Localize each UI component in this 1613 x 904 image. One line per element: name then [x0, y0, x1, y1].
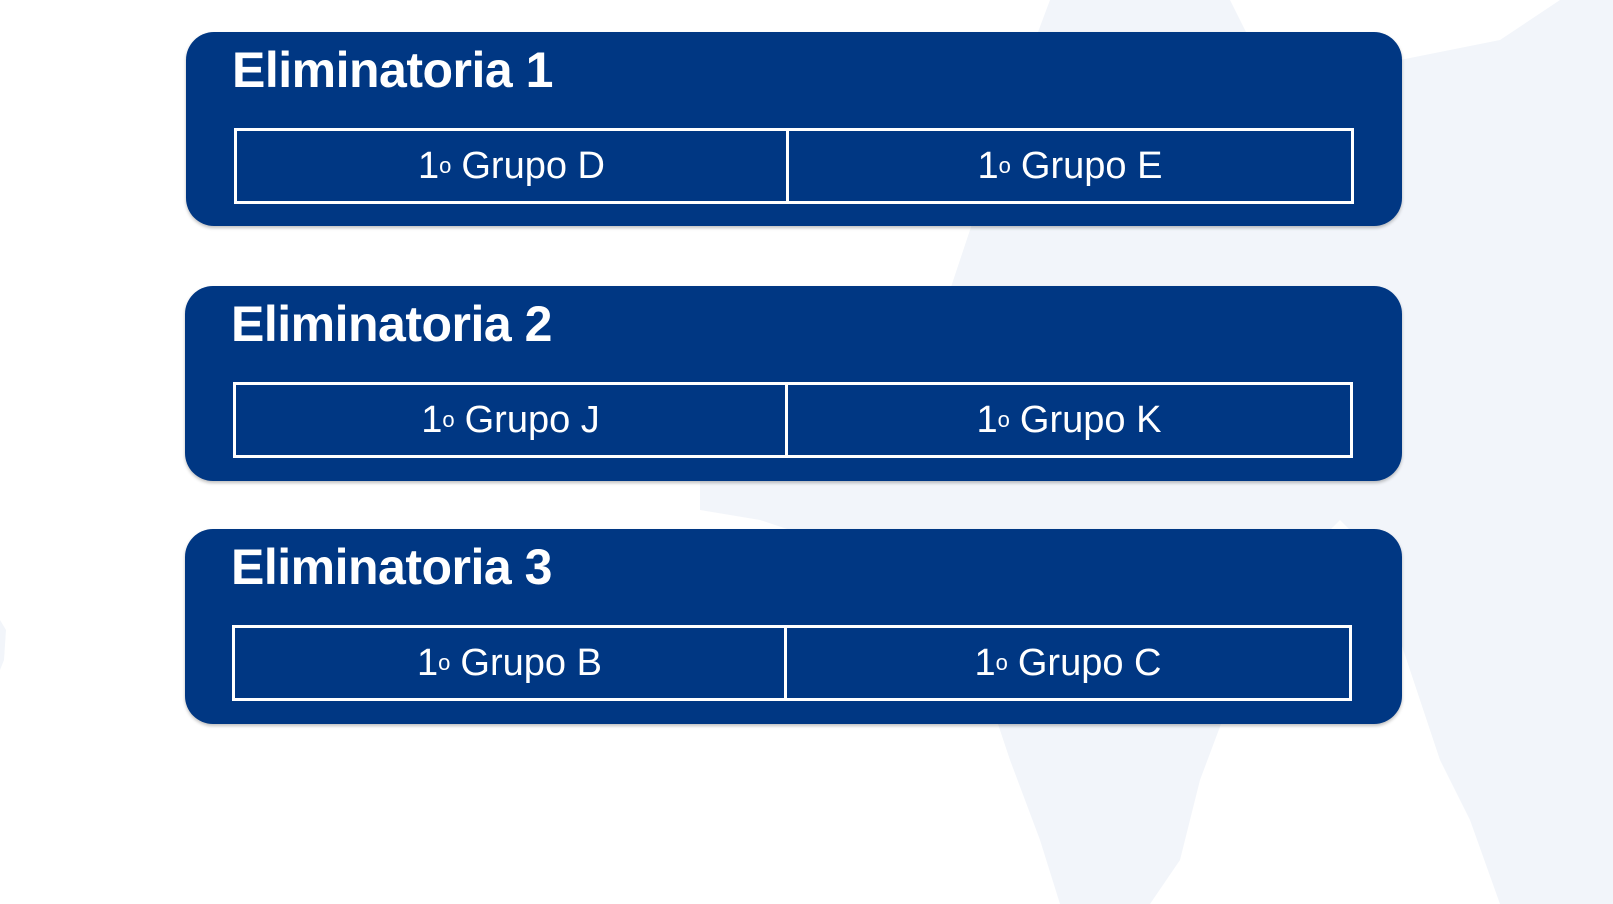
team-group: Grupo D [461, 144, 605, 187]
team-position: 1 [974, 641, 996, 684]
team-group: Grupo E [1020, 144, 1163, 187]
team-position: 1 [977, 144, 999, 187]
team-position: 1 [976, 398, 998, 441]
team-group: Grupo C [1017, 641, 1162, 684]
team-group: Grupo B [460, 641, 602, 684]
team-position: 1 [421, 398, 443, 441]
match-title: Eliminatoria 2 [231, 296, 552, 352]
team-position: 1 [417, 144, 440, 187]
team-group: Grupo K [1019, 398, 1162, 441]
match-title: Eliminatoria 3 [231, 539, 552, 595]
match-title: Eliminatoria 1 [232, 42, 553, 98]
team-group: Grupo J [464, 398, 600, 441]
team-position: 1 [417, 641, 439, 684]
